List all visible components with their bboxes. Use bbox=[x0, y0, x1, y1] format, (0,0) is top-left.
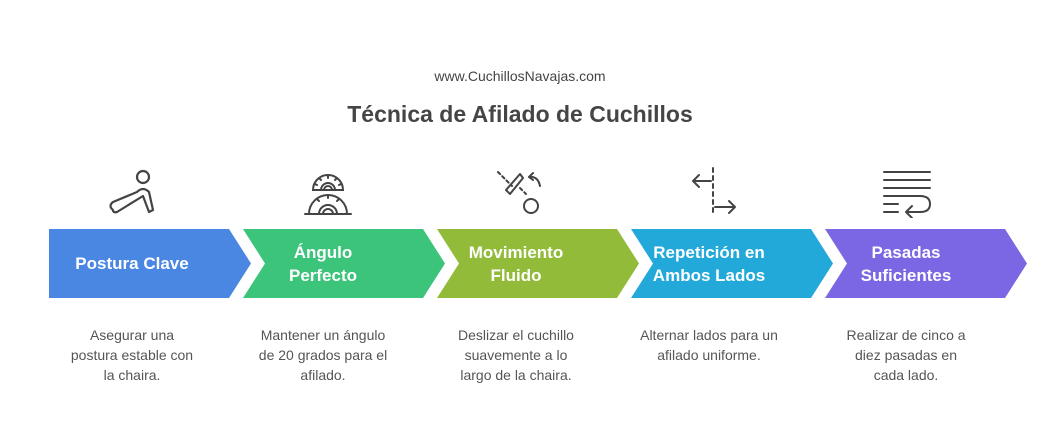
step-2-description-text: Mantener un ángulo de 20 grados para el … bbox=[258, 327, 388, 383]
page-title: Técnica de Afilado de Cuchillos bbox=[347, 101, 693, 127]
step-5-text: Pasadas Suficientes bbox=[860, 242, 952, 285]
website-url: www.CuchillosNavajas.com bbox=[434, 68, 606, 84]
knife-motion-icon bbox=[497, 171, 541, 214]
step-4-description: Alternar lados para un afilado uniforme. bbox=[624, 325, 794, 365]
protractor-icon bbox=[304, 174, 352, 215]
step-1-arrow bbox=[49, 229, 251, 298]
step-4-description-text: Alternar lados para un afilado uniforme. bbox=[640, 327, 778, 363]
step-5-description-text: Realizar de cinco a diez pasadas en cada… bbox=[846, 327, 966, 383]
step-2-text: Ángulo Perfecto bbox=[288, 242, 358, 285]
step-4-arrow bbox=[631, 229, 833, 298]
step-1-label: Postura Clave bbox=[75, 254, 189, 273]
step-3-description-text: Deslizar el cuchillo suavemente a lo lar… bbox=[458, 327, 574, 383]
step-5-label: Pasadas Suficientes bbox=[826, 229, 986, 298]
person-stretch-icon bbox=[109, 169, 155, 214]
step-2-arrow bbox=[243, 229, 445, 298]
step-2-label: Ángulo Perfecto bbox=[243, 229, 403, 298]
step-3-description: Deslizar el cuchillo suavemente a lo lar… bbox=[431, 325, 601, 385]
step-3-label: Movimiento Fluido bbox=[436, 229, 596, 298]
step-4-text: Repetición en Ambos Lados bbox=[652, 242, 766, 285]
alternate-arrows-icon bbox=[692, 167, 736, 215]
step-4-label: Repetición en Ambos Lados bbox=[629, 229, 789, 298]
step-2-description: Mantener un ángulo de 20 grados para el … bbox=[238, 325, 408, 385]
step-5-description: Realizar de cinco a diez pasadas en cada… bbox=[821, 325, 991, 385]
step-3-arrow bbox=[437, 229, 639, 298]
step-1-description-text: Asegurar una postura estable con la chai… bbox=[70, 327, 194, 383]
step-3-text: Movimiento Fluido bbox=[468, 242, 564, 285]
step-5-arrow bbox=[825, 229, 1027, 298]
step-1-description: Asegurar una postura estable con la chai… bbox=[47, 325, 217, 385]
text-wrap-icon bbox=[883, 171, 931, 218]
